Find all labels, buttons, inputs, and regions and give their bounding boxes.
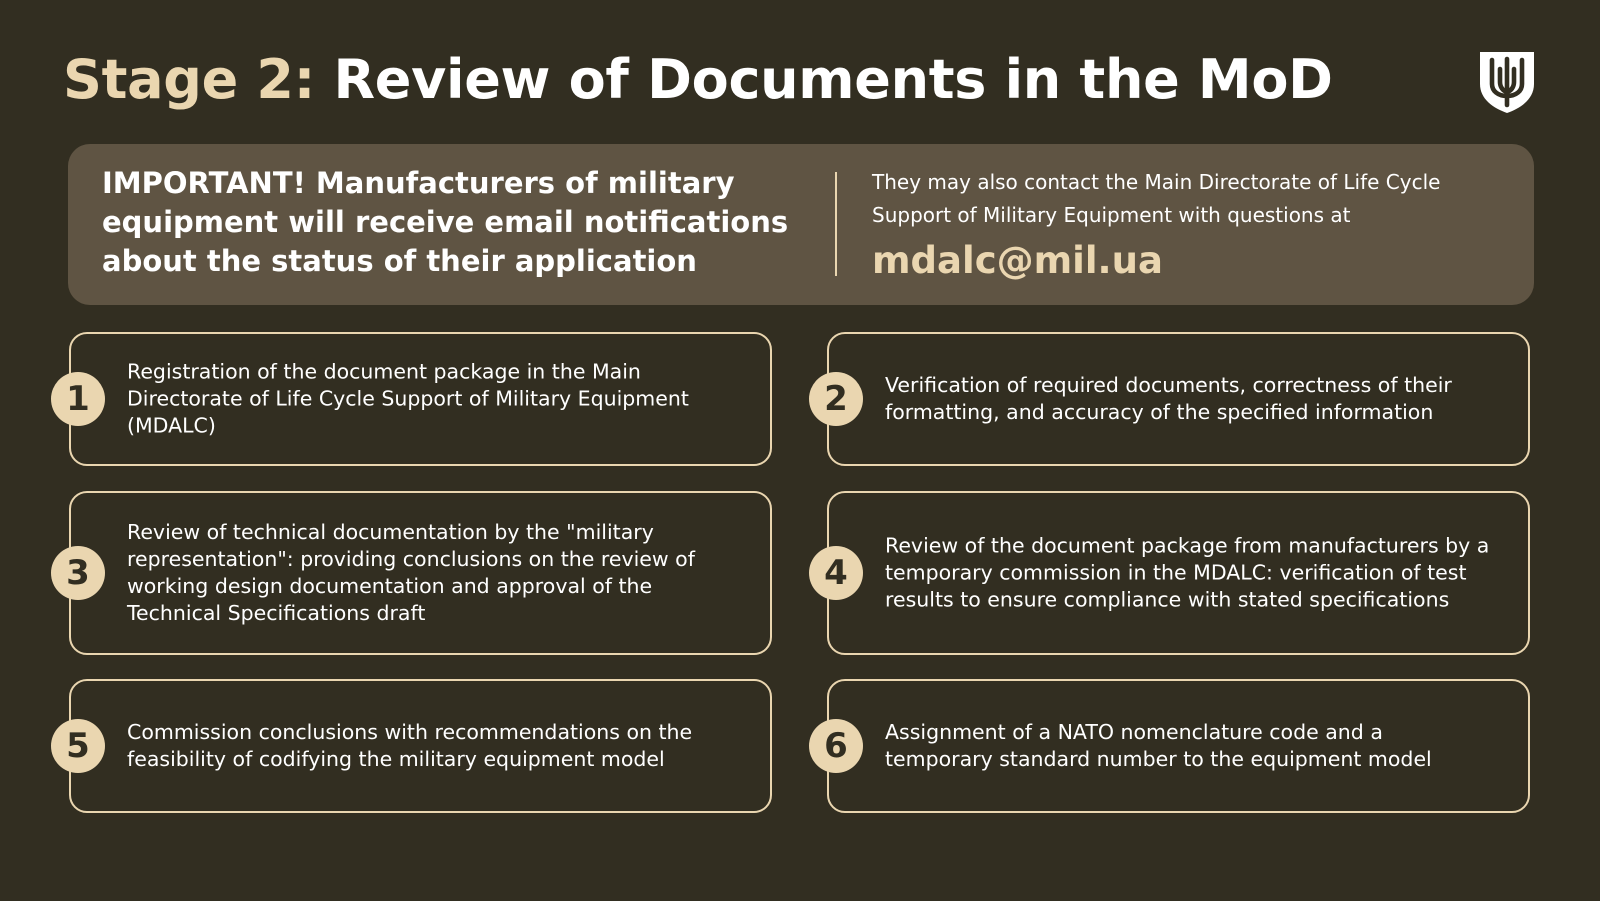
step-number-badge: 3 xyxy=(51,546,105,600)
step-description: Registration of the document package in … xyxy=(127,359,689,438)
step-number-badge: 2 xyxy=(809,372,863,426)
step-card-2: 2 Verification of required documents, co… xyxy=(809,332,1530,466)
step-description: Verification of required documents, corr… xyxy=(885,373,1452,424)
contact-text: They may also contact the Main Directora… xyxy=(872,170,1441,227)
step-number-badge: 1 xyxy=(51,372,105,426)
step-number-badge: 6 xyxy=(809,719,863,773)
trident-shield-icon xyxy=(1478,50,1536,114)
divider xyxy=(835,172,837,276)
step-description: Review of the document package from manu… xyxy=(885,533,1490,612)
step-description: Assignment of a NATO nomenclature code a… xyxy=(885,720,1432,771)
title-text: Review of Documents in the MoD xyxy=(333,48,1333,111)
step-card-6: 6 Assignment of a NATO nomenclature code… xyxy=(809,679,1530,813)
contact-email-link[interactable]: mdalc@mil.ua xyxy=(872,239,1163,282)
notice-panel: IMPORTANT! Manufacturers of military equ… xyxy=(68,144,1534,305)
step-description: Review of technical documentation by the… xyxy=(127,520,695,625)
step-number-badge: 4 xyxy=(809,546,863,600)
step-card-4: 4 Review of the document package from ma… xyxy=(809,491,1530,655)
important-notice: IMPORTANT! Manufacturers of military equ… xyxy=(102,166,789,278)
step-card-5: 5 Commission conclusions with recommenda… xyxy=(51,679,772,813)
step-description: Commission conclusions with recommendati… xyxy=(127,720,693,771)
contact-block: They may also contact the Main Directora… xyxy=(872,166,1512,283)
title-stage: Stage 2: xyxy=(63,48,315,111)
page-title: Stage 2: Review of Documents in the MoD xyxy=(63,42,1333,118)
step-card-1: 1 Registration of the document package i… xyxy=(51,332,772,466)
step-number-badge: 5 xyxy=(51,719,105,773)
step-card-3: 3 Review of technical documentation by t… xyxy=(51,491,772,655)
